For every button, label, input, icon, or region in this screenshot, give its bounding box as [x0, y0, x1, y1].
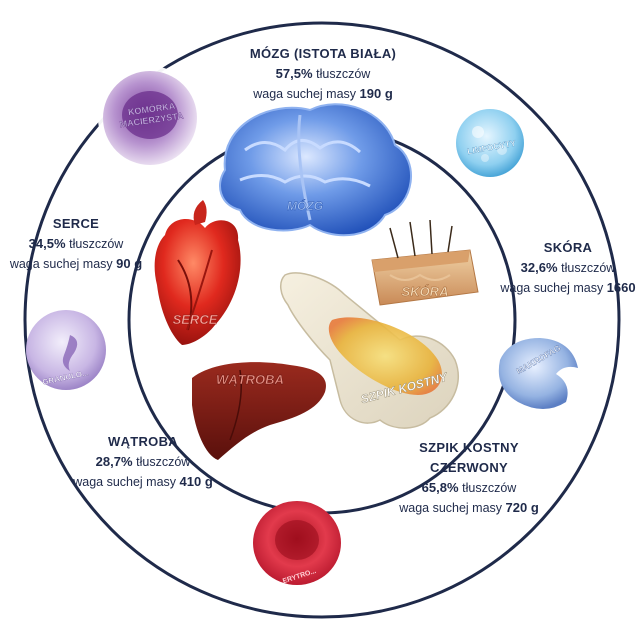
heart-fat-line: 34,5% tłuszczów [0, 234, 152, 254]
macrophage-image [498, 338, 578, 409]
brain-fat-word: tłuszczów [316, 67, 371, 81]
brain-weight-line: waga suchej masy 190 g [208, 84, 438, 104]
skin-image-label: SKÓRA [402, 284, 449, 299]
skin-image [371, 219, 479, 306]
skin-info: SKÓRA 32,6% tłuszczów waga suchej masy 1… [494, 238, 642, 298]
heart-image [154, 200, 241, 345]
liver-fat-line: 28,7% tłuszczów [62, 452, 224, 472]
heart-image-label: SERCE [173, 312, 218, 327]
skin-title: SKÓRA [543, 240, 593, 255]
heart-weight-label: waga suchej masy [9, 257, 113, 271]
skin-percent: 32,6% [520, 260, 558, 275]
liver-weight-label: waga suchej masy [73, 475, 177, 489]
marrow-fat-line: 65,8% tłuszczów [386, 478, 552, 498]
liver-image-label: WĄTROBA [216, 372, 284, 387]
liver-fat-word: tłuszczów [136, 455, 191, 469]
brain-percent: 57,5% [275, 66, 313, 81]
brain-weight-label: waga suchej masy [253, 87, 357, 101]
granulocyte-image [26, 310, 106, 390]
liver-info: WĄTROBA 28,7% tłuszczów waga suchej masy… [62, 432, 224, 492]
skin-fat-line: 32,6% tłuszczów [494, 258, 642, 278]
erythrocyte-image [253, 501, 341, 585]
marrow-fat-word: tłuszczów [462, 481, 517, 495]
marrow-title-line1: SZPIK KOSTNY [419, 440, 519, 455]
stem-cell-image [98, 66, 202, 170]
skin-fat-word: tłuszczów [561, 261, 616, 275]
heart-weight-line: waga suchej masy 90 g [0, 254, 152, 274]
liver-weight-line: waga suchej masy 410 g [62, 472, 224, 492]
marrow-weight-label: waga suchej masy [399, 501, 503, 515]
skin-weight-label: waga suchej masy [500, 281, 604, 295]
skin-weight-line: waga suchej masy 1660 [494, 278, 642, 298]
heart-title: SERCE [52, 216, 100, 231]
liver-percent: 28,7% [95, 454, 133, 469]
liver-image [192, 362, 326, 460]
liver-title: WĄTROBA [108, 434, 178, 449]
skin-weight-value: 1660 [606, 280, 636, 295]
marrow-percent: 65,8% [421, 480, 459, 495]
bone-marrow-image [280, 272, 459, 429]
marrow-info: SZPIK KOSTNY CZERWONY 65,8% tłuszczów wa… [386, 438, 552, 518]
heart-weight-value: 90 g [116, 256, 143, 271]
outer-circle [23, 21, 621, 619]
brain-image [219, 103, 412, 237]
brain-fat-line: 57,5% tłuszczów [208, 64, 438, 84]
marrow-weight-line: waga suchej masy 720 g [386, 498, 552, 518]
heart-percent: 34,5% [28, 236, 66, 251]
brain-weight-value: 190 g [359, 86, 393, 101]
lymphocyte-image [456, 109, 524, 177]
brain-image-label: MÓZG [287, 198, 323, 213]
brain-title: MÓZG (ISTOTA BIAŁA) [249, 46, 397, 61]
marrow-title-line2: CZERWONY [430, 460, 508, 475]
marrow-weight-value: 720 g [505, 500, 539, 515]
heart-fat-word: tłuszczów [69, 237, 124, 251]
heart-info: SERCE 34,5% tłuszczów waga suchej masy 9… [0, 214, 152, 274]
liver-weight-value: 410 g [179, 474, 213, 489]
brain-info: MÓZG (ISTOTA BIAŁA) 57,5% tłuszczów waga… [208, 44, 438, 104]
